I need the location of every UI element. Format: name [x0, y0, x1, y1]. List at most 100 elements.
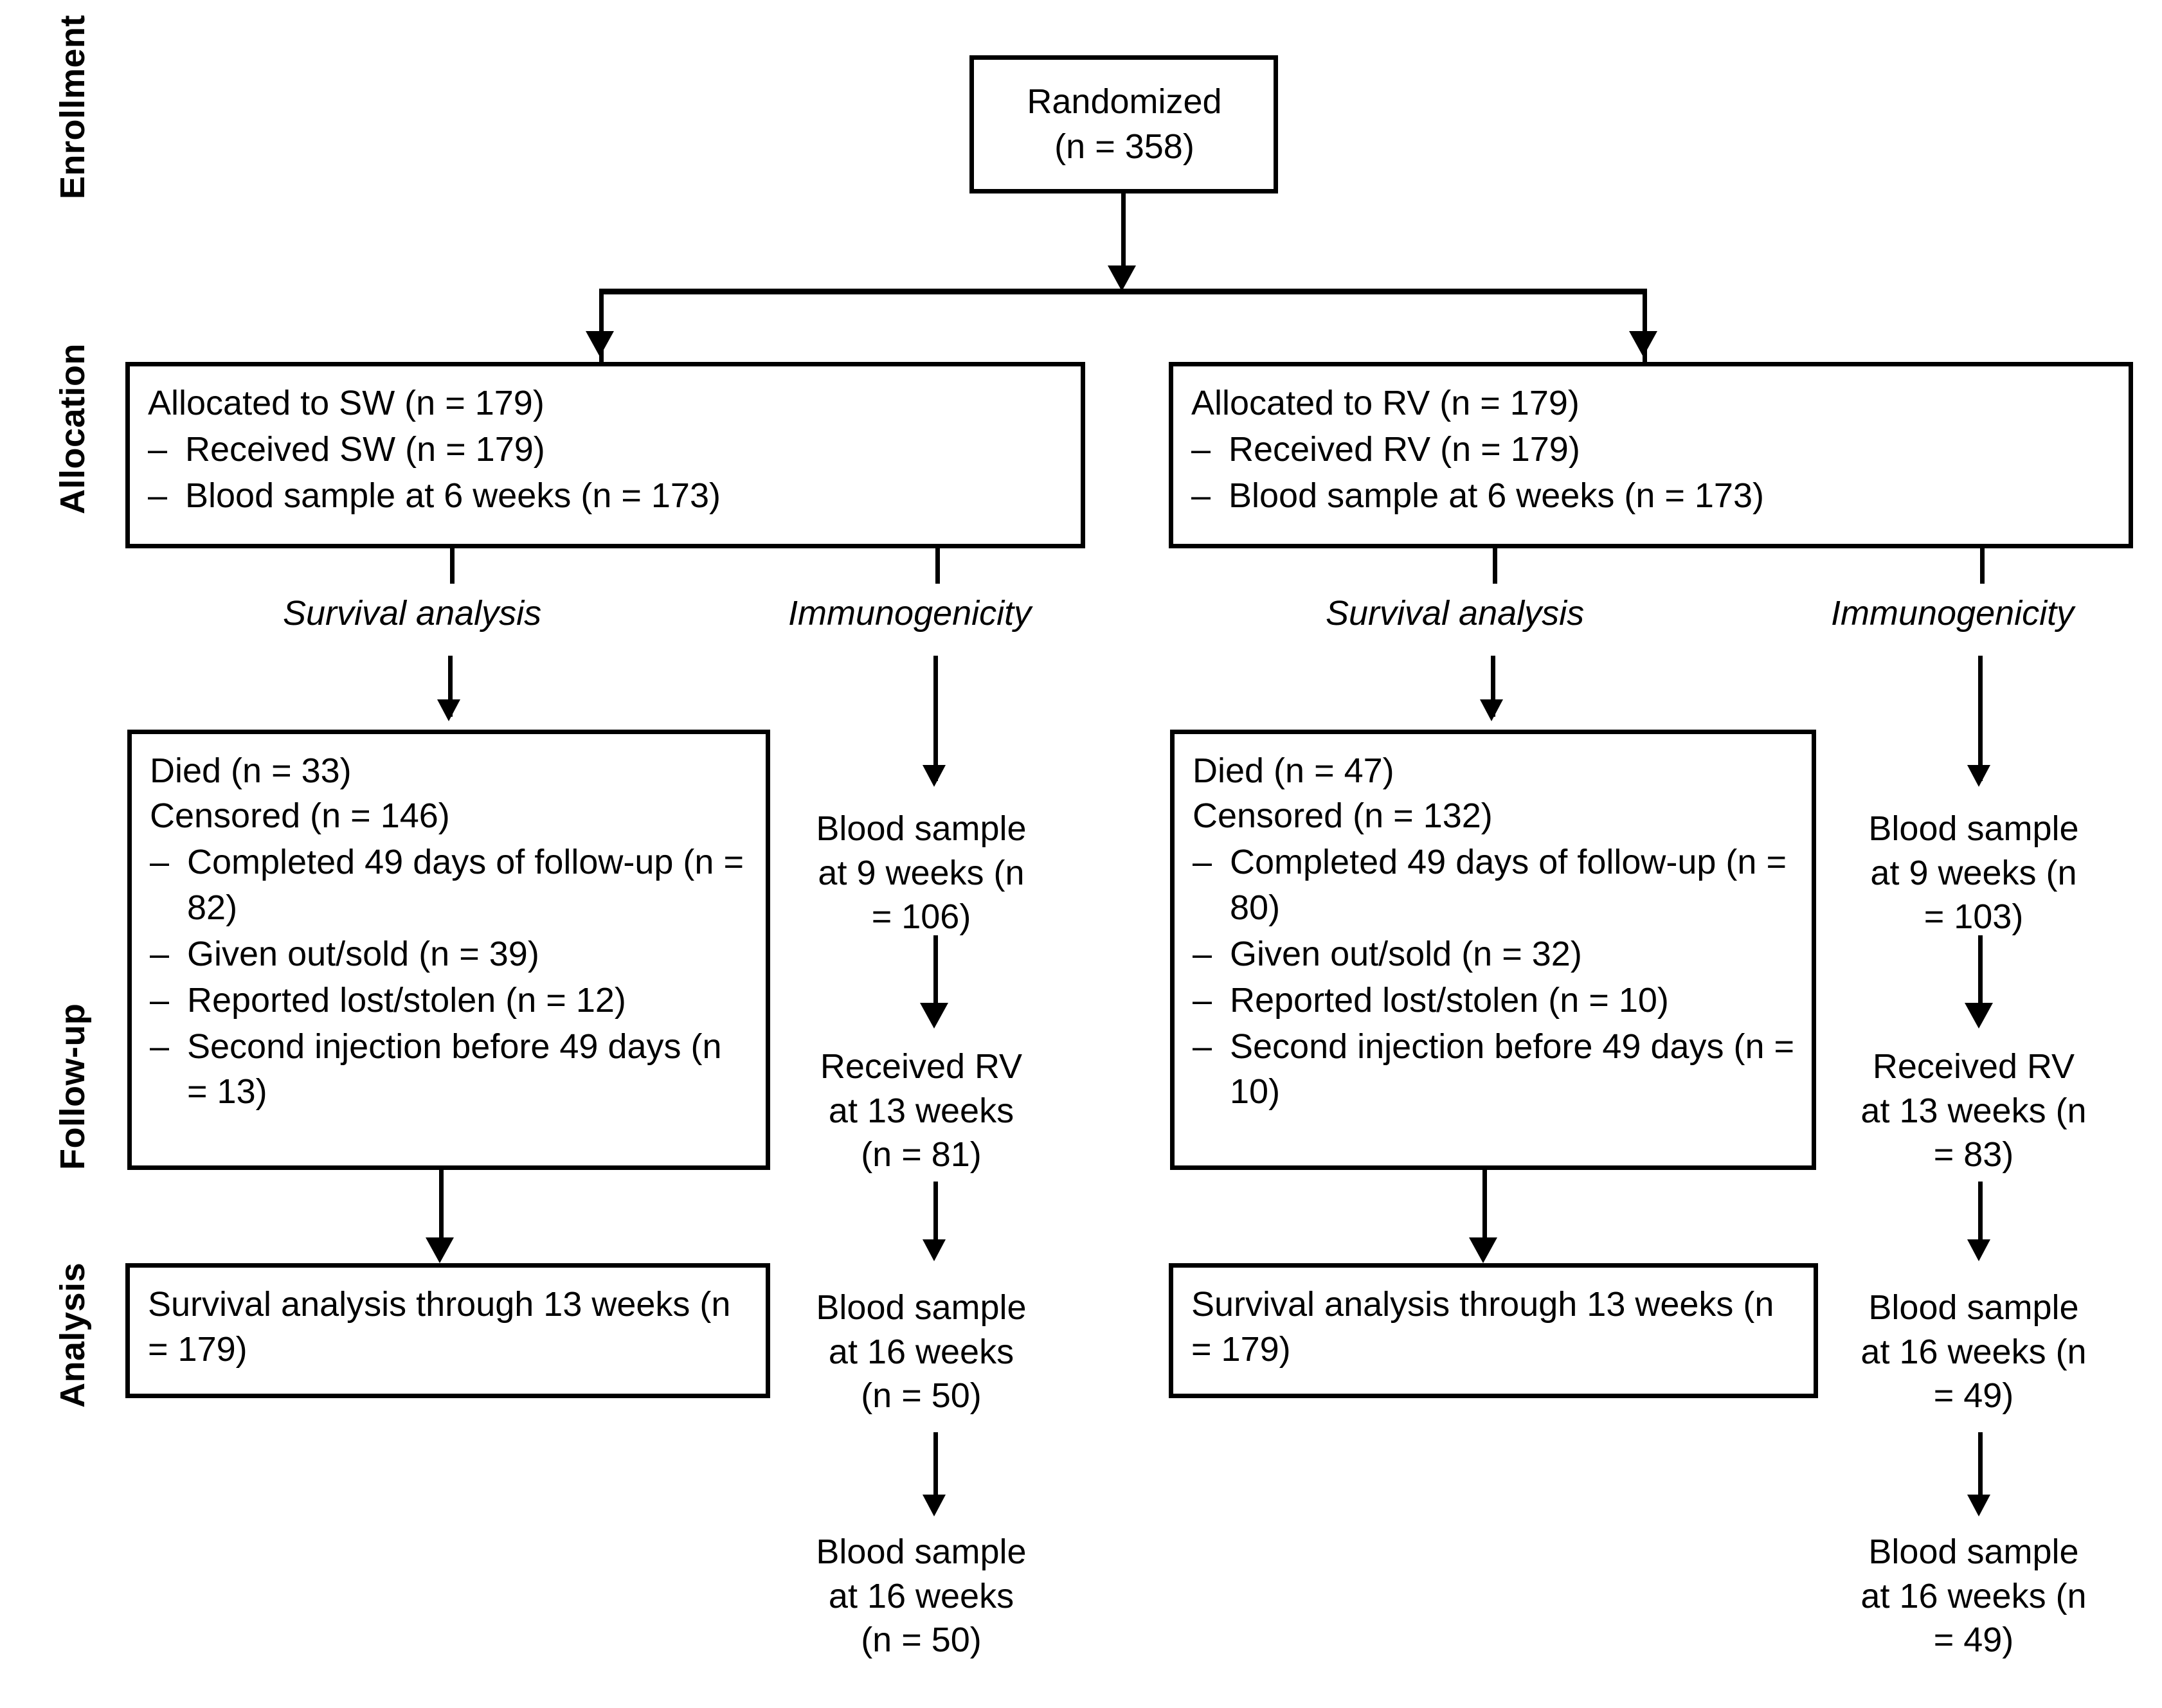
dash-bullet-icon: – [1193, 980, 1212, 1020]
connector-left-immuno-down [933, 656, 938, 781]
allocation-sw-title: Allocated to SW (n = 179) [148, 384, 545, 422]
right-blood-sample-16-weeks: Blood sample at 16 weeks (n = 49) [1860, 1288, 2087, 1416]
followup-rv-item-2-text: Reported lost/stolen (n = 10) [1230, 980, 1669, 1020]
allocation-rv-title: Allocated to RV (n = 179) [1191, 384, 1580, 422]
arrowhead-allocation-left [586, 331, 614, 357]
analysis-box-rv: Survival analysis through 13 weeks (n = … [1169, 1263, 1818, 1398]
connector-left-survival-down [448, 656, 453, 717]
followup-sw-item-1-text: Given out/sold (n = 39) [187, 934, 539, 973]
left-received-rv-13-weeks: Received RV at 13 weeks (n = 81) [820, 1047, 1023, 1174]
connector-right-blood9-to-received13 [1978, 935, 1983, 1019]
right-blood-sample-9-weeks: Blood sample at 9 weeks (n = 103) [1868, 809, 2079, 937]
connector-left-followup-to-analysis [439, 1170, 444, 1241]
arrowhead-randomized-split [1108, 265, 1136, 291]
allocation-rv-item-0: – Received RV (n = 179) [1191, 427, 2112, 472]
stub-left-survival [450, 548, 455, 584]
randomized-line2: (n = 358) [1054, 127, 1194, 166]
allocation-sw-item-1: – Blood sample at 6 weeks (n = 173) [148, 473, 1064, 518]
arrowhead-left-received13 [920, 1003, 948, 1029]
dash-bullet-icon: – [1193, 934, 1212, 973]
connector-randomized-down [1121, 193, 1126, 271]
followup-sw-censored: Censored (n = 146) [150, 796, 450, 836]
arrowhead-right-received13 [1965, 1003, 1993, 1029]
arrowhead-allocation-right [1629, 331, 1657, 357]
allocation-rv-item-0-text: Received RV (n = 179) [1229, 430, 1580, 469]
followup-rv-censored: Censored (n = 132) [1193, 796, 1493, 836]
analysis-box-sw: Survival analysis through 13 weeks (n = … [125, 1263, 770, 1398]
dash-bullet-icon: – [148, 476, 168, 516]
stub-right-immuno [1980, 548, 1985, 584]
allocation-rv-item-1-text: Blood sample at 6 weeks (n = 173) [1229, 476, 1764, 516]
stage-label-allocation: Allocation [53, 343, 92, 514]
followup-box-rv: Died (n = 47) Censored (n = 132) – Compl… [1170, 730, 1816, 1170]
followup-sw-item-0-text: Completed 49 days of follow-up (n = 82) [187, 843, 744, 927]
left-blood-sample-16-weeks: Blood sample at 16 weeks (n = 50) [816, 1288, 1027, 1416]
dash-bullet-icon: – [1191, 430, 1211, 469]
dash-bullet-icon: – [150, 934, 170, 973]
followup-sw-item-1: – Given out/sold (n = 39) [150, 931, 749, 976]
followup-rv-item-0-text: Completed 49 days of follow-up (n = 80) [1230, 843, 1787, 927]
followup-sw-item-0: – Completed 49 days of follow-up (n = 82… [150, 840, 749, 930]
dash-bullet-icon: – [1191, 476, 1211, 516]
stage-label-followup: Follow-up [53, 1003, 92, 1170]
branch-label-left-immunogenicity: Immunogenicity [788, 594, 1032, 633]
dash-bullet-icon: – [148, 430, 168, 469]
connector-right-followup-to-analysis [1482, 1170, 1487, 1241]
arrowhead-right-blood16 [1967, 1239, 1990, 1261]
connector-right-blood16-down [1978, 1432, 1983, 1509]
randomized-line1: Randomized [1027, 82, 1222, 121]
right-received-rv-13-weeks: Received RV at 13 weeks (n = 83) [1860, 1047, 2087, 1174]
connector-right-immuno-down [1978, 656, 1983, 781]
connector-left-blood9-to-received13 [933, 935, 938, 1019]
dash-bullet-icon: – [150, 1027, 170, 1066]
followup-rv-item-1: – Given out/sold (n = 32) [1193, 931, 1795, 976]
branch-label-right-immunogenicity: Immunogenicity [1831, 594, 2075, 633]
followup-rv-died: Died (n = 47) [1193, 751, 1394, 790]
followup-sw-item-3: – Second injection before 49 days (n = 1… [150, 1024, 749, 1114]
connector-split-bar [599, 289, 1647, 294]
left-blood-sample-9-weeks: Blood sample at 9 weeks (n = 106) [816, 809, 1027, 937]
stub-left-immuno [935, 548, 940, 584]
dash-bullet-icon: – [150, 980, 170, 1020]
followup-box-sw: Died (n = 33) Censored (n = 146) – Compl… [127, 730, 770, 1170]
arrowhead-left-immuno [923, 765, 946, 787]
followup-rv-item-0: – Completed 49 days of follow-up (n = 80… [1193, 840, 1795, 930]
analysis-sw-text: Survival analysis through 13 weeks (n = … [148, 1285, 731, 1369]
connector-split-left-down [599, 289, 604, 363]
dash-bullet-icon: – [1193, 1027, 1212, 1066]
allocation-box-rv: Allocated to RV (n = 179) – Received RV … [1169, 362, 2133, 548]
allocation-rv-item-1: – Blood sample at 6 weeks (n = 173) [1191, 473, 2112, 518]
right-blood-sample-16-weeks-final: Blood sample at 16 weeks (n = 49) [1860, 1533, 2087, 1660]
allocation-sw-item-1-text: Blood sample at 6 weeks (n = 173) [185, 476, 721, 516]
allocation-sw-item-0-text: Received SW (n = 179) [185, 430, 545, 469]
connector-right-received13-to-blood16 [1978, 1182, 1983, 1252]
followup-rv-item-3-text: Second injection before 49 days (n = 10) [1230, 1027, 1795, 1111]
dash-bullet-icon: – [150, 843, 170, 882]
stage-label-analysis: Analysis [53, 1262, 92, 1408]
allocation-box-sw: Allocated to SW (n = 179) – Received SW … [125, 362, 1085, 548]
arrowhead-left-blood16-final [923, 1495, 946, 1516]
connector-right-survival-down [1491, 656, 1495, 717]
arrowhead-right-immuno [1967, 765, 1990, 787]
randomized-box: Randomized (n = 358) [969, 55, 1278, 193]
connector-split-right-down [1643, 289, 1647, 363]
analysis-rv-text: Survival analysis through 13 weeks (n = … [1191, 1285, 1774, 1369]
stage-label-enrollment: Enrollment [53, 14, 92, 199]
branch-label-left-survival: Survival analysis [283, 594, 542, 633]
followup-sw-item-2-text: Reported lost/stolen (n = 12) [187, 980, 626, 1020]
arrowhead-left-survival [437, 699, 460, 721]
arrowhead-right-analysis [1469, 1237, 1497, 1263]
arrowhead-right-survival [1480, 699, 1503, 721]
followup-rv-item-3: – Second injection before 49 days (n = 1… [1193, 1024, 1795, 1114]
followup-rv-item-2: – Reported lost/stolen (n = 10) [1193, 978, 1795, 1023]
followup-sw-item-3-text: Second injection before 49 days (n = 13) [187, 1027, 722, 1111]
followup-rv-item-1-text: Given out/sold (n = 32) [1230, 934, 1582, 973]
connector-left-blood16-down [933, 1432, 938, 1509]
arrowhead-left-blood16 [923, 1239, 946, 1261]
allocation-sw-item-0: – Received SW (n = 179) [148, 427, 1064, 472]
branch-label-right-survival: Survival analysis [1326, 594, 1585, 633]
dash-bullet-icon: – [1193, 843, 1212, 882]
arrowhead-right-blood16-final [1967, 1495, 1990, 1516]
followup-sw-item-2: – Reported lost/stolen (n = 12) [150, 978, 749, 1023]
